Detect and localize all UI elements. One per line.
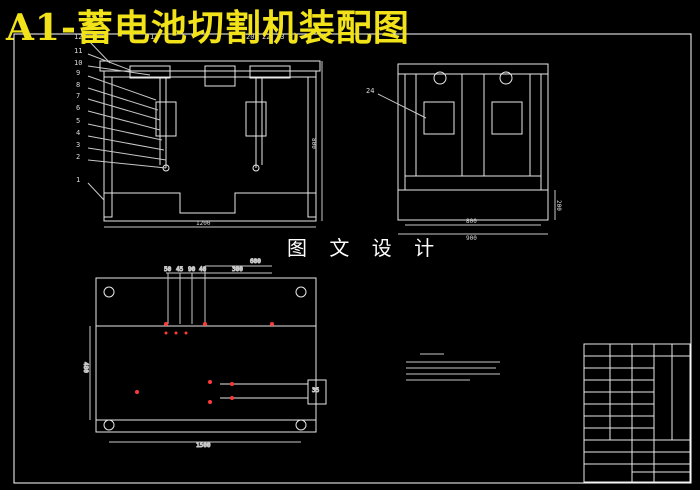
part-number-2: 2 xyxy=(76,153,80,161)
part-number-9: 9 xyxy=(76,69,80,77)
plan-dim-90: 90 xyxy=(188,266,196,273)
hole xyxy=(135,390,139,394)
front-leaders xyxy=(87,39,167,201)
front-view xyxy=(99,60,323,228)
plan-dim-45: 45 xyxy=(176,266,184,273)
leader-12 xyxy=(87,39,111,64)
side-dim-outer: 900 xyxy=(466,235,477,242)
hole xyxy=(174,331,178,335)
side-leader-24 xyxy=(377,93,427,119)
side-view xyxy=(377,63,556,235)
side-dim-inner: 800 xyxy=(466,218,477,225)
front-part-numbers: 12 11 10 9 8 7 6 5 4 3 2 1 13 20 22 23 1… xyxy=(74,33,317,227)
leader-3 xyxy=(87,147,167,161)
leader-1 xyxy=(87,182,105,201)
plan-dim-35: 35 xyxy=(312,387,320,394)
hole xyxy=(203,322,207,326)
watermark-text: 图 文 设 计 xyxy=(287,236,443,260)
leader-10 xyxy=(87,65,151,76)
leader-8 xyxy=(87,87,159,111)
plan-dim-40: 40 xyxy=(199,266,207,273)
part-number-24: 24 xyxy=(366,87,374,95)
part-number-7: 7 xyxy=(76,92,80,100)
technical-notes xyxy=(406,353,500,381)
hole xyxy=(208,380,212,384)
hole xyxy=(270,322,274,326)
plan-dim-600: 600 xyxy=(250,258,261,265)
part-number-10: 10 xyxy=(74,59,82,67)
title-block-frame xyxy=(583,343,691,483)
part-number-20: 20 xyxy=(246,33,254,41)
leader-7 xyxy=(87,98,161,121)
part-number-12: 12 xyxy=(74,33,82,41)
part-number-5: 5 xyxy=(76,117,80,125)
side-right-leg xyxy=(540,73,549,191)
hole xyxy=(230,382,234,386)
plan-corner-tl xyxy=(103,286,115,298)
title-block xyxy=(583,343,691,483)
part-number-23: 23 xyxy=(276,33,284,41)
plan-inner-cutout xyxy=(95,325,317,421)
front-nut-right xyxy=(252,164,260,172)
front-dim-width: 1200 xyxy=(196,220,211,227)
plan-view xyxy=(89,265,327,443)
side-dim-base: 200 xyxy=(555,200,562,211)
plan-corner-br xyxy=(295,419,307,431)
drawing-title: A1-蓄电池切割机装配图 xyxy=(6,7,410,49)
plan-dim-1500: 1500 xyxy=(196,442,211,449)
part-number-4: 4 xyxy=(76,129,80,137)
front-motor-block-mid xyxy=(204,65,236,87)
leader-6 xyxy=(87,110,161,131)
side-left-leg xyxy=(397,73,406,191)
plan-dim-300: 300 xyxy=(232,266,243,273)
part-number-6: 6 xyxy=(76,104,80,112)
leader-4 xyxy=(87,135,165,151)
hole xyxy=(230,396,234,400)
front-left-leg xyxy=(103,76,113,218)
front-motor-block-left xyxy=(129,65,171,79)
plan-corner-tr xyxy=(295,286,307,298)
front-stepped-base xyxy=(103,192,317,222)
leader-9 xyxy=(87,75,157,101)
front-motor-block-right xyxy=(249,65,291,79)
hole xyxy=(164,322,168,326)
hole xyxy=(184,331,188,335)
part-number-22: 22 xyxy=(262,33,270,41)
hole xyxy=(164,331,168,335)
plan-holes xyxy=(135,322,274,404)
front-top-plate-lower xyxy=(103,70,317,78)
plan-corner-bl xyxy=(103,419,115,431)
side-pulley-left xyxy=(433,71,447,85)
leader-11 xyxy=(87,53,131,71)
side-base xyxy=(397,189,549,221)
leader-5 xyxy=(87,123,163,141)
side-motor-left xyxy=(423,101,455,135)
plan-outer-plate xyxy=(95,277,317,433)
part-number-1: 1 xyxy=(76,176,80,184)
side-top-plate xyxy=(397,63,549,75)
hole xyxy=(208,400,212,404)
part-number-3: 3 xyxy=(76,141,80,149)
side-motor-right xyxy=(491,101,523,135)
part-number-8: 8 xyxy=(76,81,80,89)
part-number-11: 11 xyxy=(74,47,82,55)
front-right-leg xyxy=(307,76,317,218)
side-pulley-right xyxy=(499,71,513,85)
front-dim-height: 800 xyxy=(310,138,317,149)
part-number-13: 13 xyxy=(150,33,158,41)
leader-2 xyxy=(87,159,167,169)
sheet-border xyxy=(13,33,692,484)
plan-dim-50: 50 xyxy=(164,266,172,273)
plan-right-clamp xyxy=(307,379,327,405)
plan-dim-480: 480 xyxy=(82,362,89,373)
